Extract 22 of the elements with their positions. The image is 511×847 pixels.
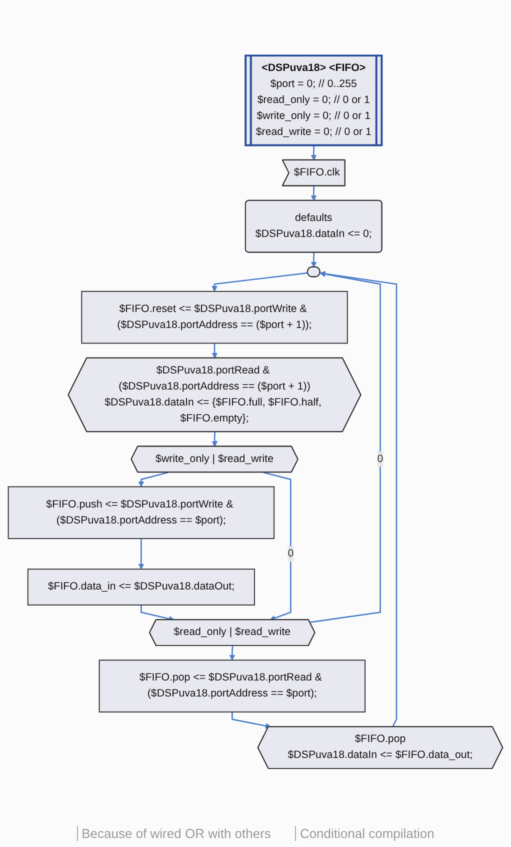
arrow	[229, 646, 236, 660]
arrow	[320, 270, 398, 728]
node-box: $FIFO.push <= $DSPuva18.portWrite & ($DSPuva18.portAddress == $port);	[8, 486, 275, 540]
arrow	[310, 186, 317, 201]
node-box: $FIFO.data_in <= $DSPuva18.dataOut;	[27, 568, 255, 606]
arrow	[263, 472, 292, 621]
arrow	[232, 712, 272, 729]
arrow	[212, 272, 308, 292]
arrow	[310, 146, 317, 160]
node-box: $FIFO.pop <= $DSPuva18.portRead & ($DSPuva18.portAddress == $port);	[98, 660, 366, 712]
arrow	[212, 343, 218, 358]
arrow	[212, 432, 218, 447]
arrow	[138, 538, 144, 570]
arrow	[310, 252, 317, 268]
node-box: $FIFO.reset <= $DSPuva18.portWrite & ($DSPuva18.portAddress == ($port + 1));	[81, 290, 348, 344]
annotation-note: Conditional compilation	[294, 826, 434, 841]
annotation-note: Because of wired OR with others	[76, 826, 271, 841]
edge-label: 0	[288, 548, 294, 560]
arrow	[310, 271, 381, 623]
arrow	[138, 472, 168, 487]
edge-label: 0	[377, 453, 384, 464]
arrow	[140, 605, 175, 622]
